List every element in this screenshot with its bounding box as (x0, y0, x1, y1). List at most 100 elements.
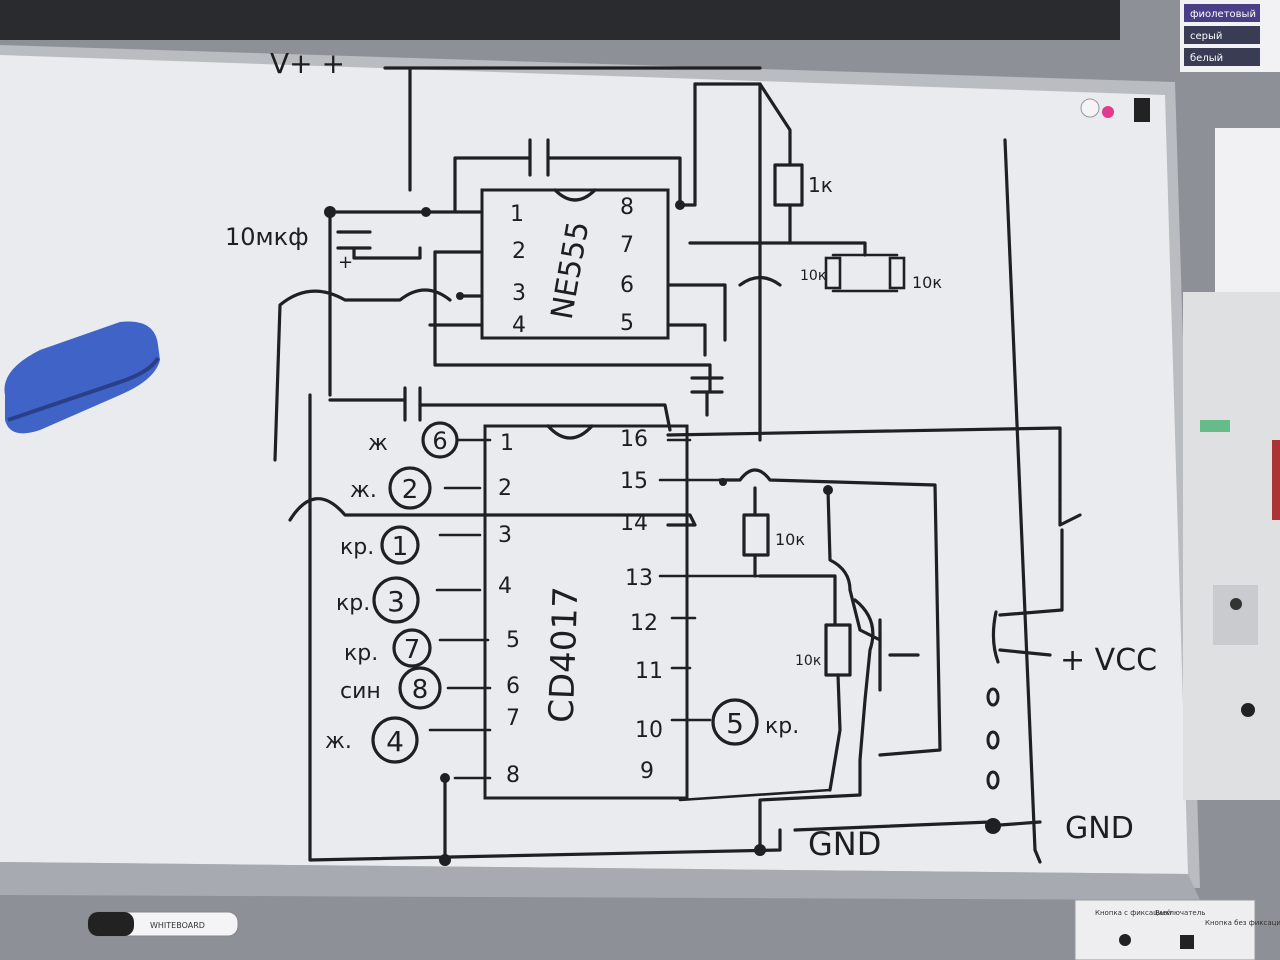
pin-number: 12 (630, 611, 658, 636)
magnet-icon (1102, 106, 1114, 118)
pin-number: 16 (620, 427, 648, 452)
output-prefix: ж (368, 431, 388, 456)
wire (273, 288, 452, 462)
output-circle (392, 628, 432, 668)
pushbutton (878, 618, 920, 692)
cd4017-label: CD4017 (542, 586, 587, 724)
eraser-icon (4, 321, 161, 434)
pin-number: 5 (506, 628, 520, 653)
junction-dot (675, 200, 685, 210)
output-7: ж. 4 (325, 716, 419, 764)
output-right: 5 кр. (711, 698, 799, 746)
pin-number: 4 (512, 313, 526, 338)
pin-number: 3 (498, 523, 512, 548)
capacitor-polarity: + (338, 252, 353, 273)
pin-number: 1 (500, 431, 514, 456)
vcc-label: + VCC (1060, 643, 1157, 678)
resistor-label: 1к (808, 173, 833, 197)
panel-label: Кнопка без фиксации (1205, 919, 1280, 927)
output-number: 5 (726, 707, 744, 740)
switch-wire (1058, 498, 1082, 527)
cd4017-left-pins: 1 2 3 4 5 6 7 8 (498, 431, 520, 788)
chip-notch (546, 424, 594, 440)
pin-number: 10 (635, 718, 663, 743)
legend-tag: фиолетовый (1190, 9, 1256, 20)
pin-leads (658, 438, 832, 802)
junction-dot (421, 207, 431, 217)
output-2: ж. 2 (350, 466, 432, 510)
resistor-label: 10к (775, 530, 805, 549)
magnet-icon (1080, 98, 1100, 118)
components-panel (1183, 128, 1280, 800)
ne555-right-pins: 8 7 6 5 (620, 195, 634, 336)
pin-number: 6 (620, 273, 634, 298)
gnd-rail (308, 393, 782, 862)
wire (826, 488, 882, 642)
wire (998, 648, 1052, 657)
resistor-label: 10к (912, 273, 942, 292)
pin-number: 8 (506, 763, 520, 788)
pin-number: 4 (498, 574, 512, 599)
output-prefix: кр. (344, 641, 378, 666)
wire (352, 246, 422, 260)
ne555-chip (480, 188, 670, 340)
junction-dot (456, 292, 464, 300)
output-circle (711, 698, 759, 746)
whiteboard (0, 55, 1188, 874)
pin-number: 2 (512, 239, 526, 264)
output-circle (371, 716, 419, 764)
connector (991, 610, 1000, 664)
wire (718, 468, 942, 757)
wire (288, 497, 697, 527)
resistor-label: 10к (795, 653, 821, 669)
output-prefix: ж. (350, 478, 377, 503)
panel-label: Выключатель (1155, 909, 1205, 917)
color-legend: фиолетовый серый белый (1180, 0, 1280, 72)
wire (668, 283, 727, 342)
output-number: 7 (404, 635, 421, 665)
pin-number: 9 (640, 759, 654, 784)
pin-leads (428, 438, 492, 780)
output-prefix: син (340, 679, 381, 704)
magnet-icon (1134, 98, 1150, 122)
pin-number: 7 (506, 706, 520, 731)
wire (853, 598, 875, 762)
junction-dot (440, 773, 450, 783)
chip-notch (553, 188, 597, 202)
top-ledge (0, 0, 1120, 40)
schematic: V+ + 1к 10к 10к NE555 1 2 3 4 (225, 47, 1157, 866)
marker-label: WHITEBOARD (150, 921, 205, 930)
output-circle (380, 525, 420, 565)
output-prefix: кр. (340, 535, 374, 560)
wire (831, 253, 899, 293)
capacitor-label: 10мкф (225, 223, 309, 251)
pin-number: 11 (635, 659, 663, 684)
output-3: кр. 1 (340, 525, 420, 565)
wire (998, 820, 1042, 827)
wire (546, 156, 682, 207)
pin-number: 6 (506, 674, 520, 699)
wire (666, 426, 1062, 502)
output-number: 3 (387, 585, 405, 618)
output-labels-left: ж 6 ж. 2 кр. 1 кр. 3 кр. 7 (325, 421, 459, 764)
output-number: 1 (392, 532, 409, 562)
switch-panel: Кнопка с фиксацией Выключатель Кнопка бе… (1074, 899, 1280, 960)
pin-number: 13 (625, 566, 653, 591)
marker-icon: WHITEBOARD (87, 911, 239, 937)
pin-number: 14 (620, 511, 648, 536)
pin-number: 8 (620, 195, 634, 220)
resistor-label: 10к (800, 268, 826, 284)
wire (758, 758, 862, 852)
wire (418, 403, 672, 432)
outer-rail (1003, 138, 1042, 864)
output-prefix: кр. (336, 591, 370, 616)
wire (788, 241, 867, 257)
ne555-left-pins: 1 2 3 4 (510, 202, 526, 338)
output-number: 8 (412, 675, 429, 705)
power-label-top: V+ + (270, 47, 345, 80)
output-number: 4 (386, 725, 404, 758)
pin-number: 1 (510, 202, 524, 227)
output-number: 2 (402, 475, 419, 505)
wire (453, 156, 532, 212)
